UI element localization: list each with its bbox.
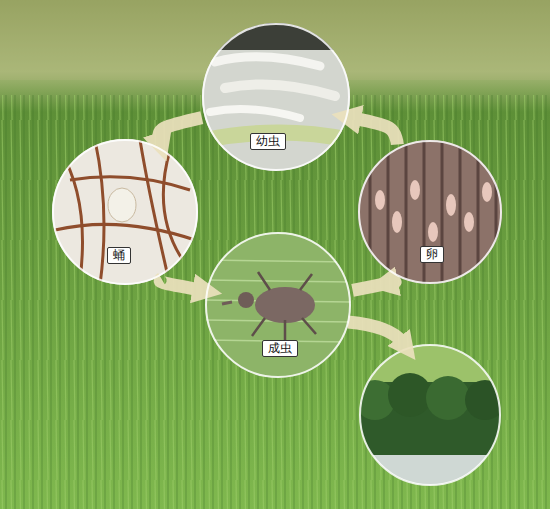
cycle-arrow bbox=[159, 118, 202, 139]
cycle-arrow bbox=[353, 282, 395, 290]
cycle-arrow bbox=[160, 279, 198, 290]
stage-label: 蛹 bbox=[107, 247, 131, 264]
stage-label: 成虫 bbox=[262, 340, 298, 357]
stage-circle: 蛹 bbox=[52, 139, 198, 285]
stage-circle: 卵 bbox=[358, 140, 502, 284]
stage-circle: 幼虫 bbox=[202, 23, 350, 171]
cycle-arrow bbox=[355, 119, 397, 145]
stage-circle: 成虫 bbox=[205, 232, 351, 378]
stage-label: 幼虫 bbox=[250, 133, 286, 150]
stage-label: 卵 bbox=[420, 246, 444, 263]
